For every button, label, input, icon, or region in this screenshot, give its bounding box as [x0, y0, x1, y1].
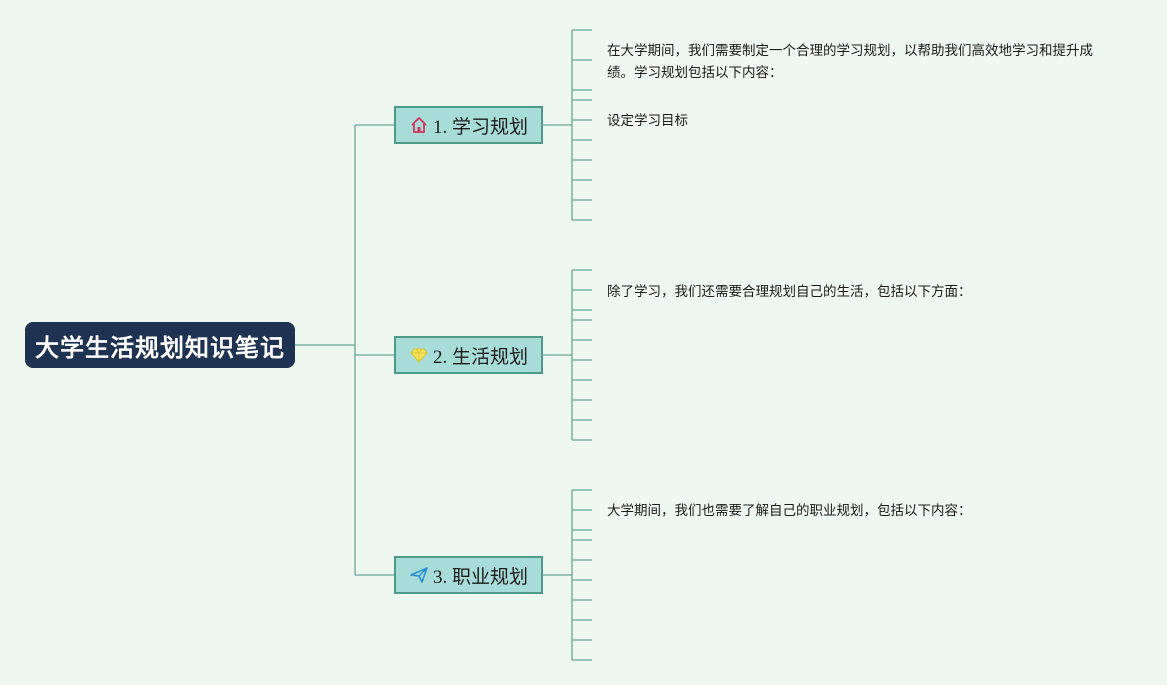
- diamond-icon: [409, 345, 429, 365]
- root-topic[interactable]: 大学生活规划知识笔记: [25, 322, 295, 368]
- study-plan-intro[interactable]: 在大学期间，我们需要制定一个合理的学习规划，以帮助我们高效地学习和提升成绩。学习…: [607, 43, 1093, 81]
- house-icon: [409, 115, 429, 135]
- branch-career-plan[interactable]: 3. 职业规划: [394, 556, 543, 594]
- branch-label: 3. 职业规划: [432, 566, 528, 588]
- life-plan-intro[interactable]: 除了学习，我们还需要合理规划自己的生活，包括以下方面：: [607, 284, 972, 300]
- branch-label: 1. 学习规划: [432, 116, 528, 138]
- branch-label: 2. 生活规划: [432, 346, 528, 368]
- branch-study-plan[interactable]: 1. 学习规划: [394, 106, 543, 144]
- paper-plane-icon: [409, 565, 429, 585]
- study-plan-goal[interactable]: 设定学习目标: [607, 113, 688, 129]
- branch-life-plan[interactable]: 2. 生活规划: [394, 336, 543, 374]
- career-plan-intro[interactable]: 大学期间，我们也需要了解自己的职业规划，包括以下内容：: [607, 503, 972, 519]
- root-title: 大学生活规划知识笔记: [35, 333, 285, 362]
